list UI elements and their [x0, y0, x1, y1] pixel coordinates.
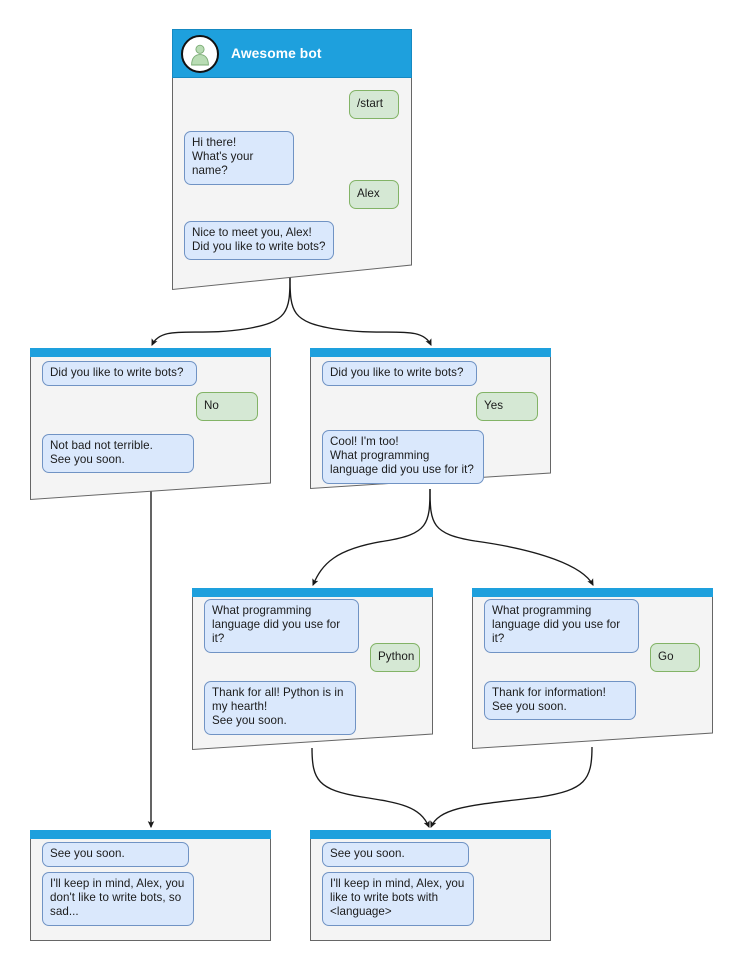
answer-go-node[interactable]: What programming language did you use fo…	[472, 588, 713, 750]
node-header-bar	[30, 348, 271, 357]
go-branch-messages: What programming language did you use fo…	[472, 588, 713, 749]
message-bubble-user: Yes	[476, 392, 538, 421]
message-bubble-bot: I'll keep in mind, Alex, you don't like …	[42, 872, 194, 926]
message-bubble-user: Python	[370, 643, 420, 672]
message-bubble-bot: What programming language did you use fo…	[204, 599, 359, 653]
message-bubble-bot: Nice to meet you, Alex! Did you like to …	[184, 221, 334, 261]
node-header-bar	[310, 830, 551, 839]
message-bubble-user: /start	[349, 90, 399, 119]
edge-yes-to-python	[312, 488, 431, 587]
edge-python-to-end-happy	[311, 747, 430, 829]
end-sad-messages: See you soon. I'll keep in mind, Alex, y…	[30, 830, 271, 941]
message-bubble-bot: Hi there! What's your name?	[184, 131, 294, 185]
node-header-bar	[472, 588, 713, 597]
node-header-bar	[310, 348, 551, 357]
end-happy-messages: See you soon. I'll keep in mind, Alex, y…	[310, 830, 551, 941]
python-branch-messages: What programming language did you use fo…	[192, 588, 433, 750]
message-bubble-bot: What programming language did you use fo…	[484, 599, 639, 653]
node-header-bar	[30, 830, 271, 839]
ending-no-bots-node[interactable]: See you soon. I'll keep in mind, Alex, y…	[30, 830, 271, 941]
edge-yes-to-go	[429, 488, 594, 586]
message-bubble-bot: Did you like to write bots?	[322, 361, 477, 387]
message-bubble-bot: I'll keep in mind, Alex, you like to wri…	[322, 872, 474, 926]
message-bubble-bot: Cool! I'm too! What programming language…	[322, 430, 484, 484]
message-bubble-bot: Not bad not terrible. See you soon.	[42, 434, 194, 474]
message-bubble-user: Alex	[349, 180, 399, 209]
person-icon	[181, 34, 219, 73]
awesome-bot-root-node[interactable]: Awesome bot /start Hi there! What's your…	[172, 29, 412, 291]
message-bubble-bot: Thank for all! Python is in my hearth! S…	[204, 681, 356, 735]
node-header-bar	[192, 588, 433, 597]
root-messages: /start Hi there! What's your name? Alex …	[172, 29, 412, 290]
yes-branch-messages: Did you like to write bots? Yes Cool! I'…	[310, 348, 551, 489]
message-bubble-user: No	[196, 392, 258, 421]
message-bubble-bot: See you soon.	[42, 842, 189, 868]
bot-header-bar: Awesome bot	[172, 29, 412, 78]
message-bubble-user: Go	[650, 643, 700, 672]
answer-no-node[interactable]: Did you like to write bots? No Not bad n…	[30, 348, 271, 501]
message-bubble-bot: See you soon.	[322, 842, 469, 868]
answer-python-node[interactable]: What programming language did you use fo…	[192, 588, 433, 751]
no-branch-messages: Did you like to write bots? No Not bad n…	[30, 348, 271, 500]
edge-go-to-end-happy	[430, 746, 593, 829]
message-bubble-bot: Did you like to write bots?	[42, 361, 197, 387]
message-bubble-bot: Thank for information! See you soon.	[484, 681, 636, 721]
answer-yes-node[interactable]: Did you like to write bots? Yes Cool! I'…	[310, 348, 551, 490]
ending-likes-bots-node[interactable]: See you soon. I'll keep in mind, Alex, y…	[310, 830, 551, 941]
bot-title: Awesome bot	[231, 46, 322, 61]
